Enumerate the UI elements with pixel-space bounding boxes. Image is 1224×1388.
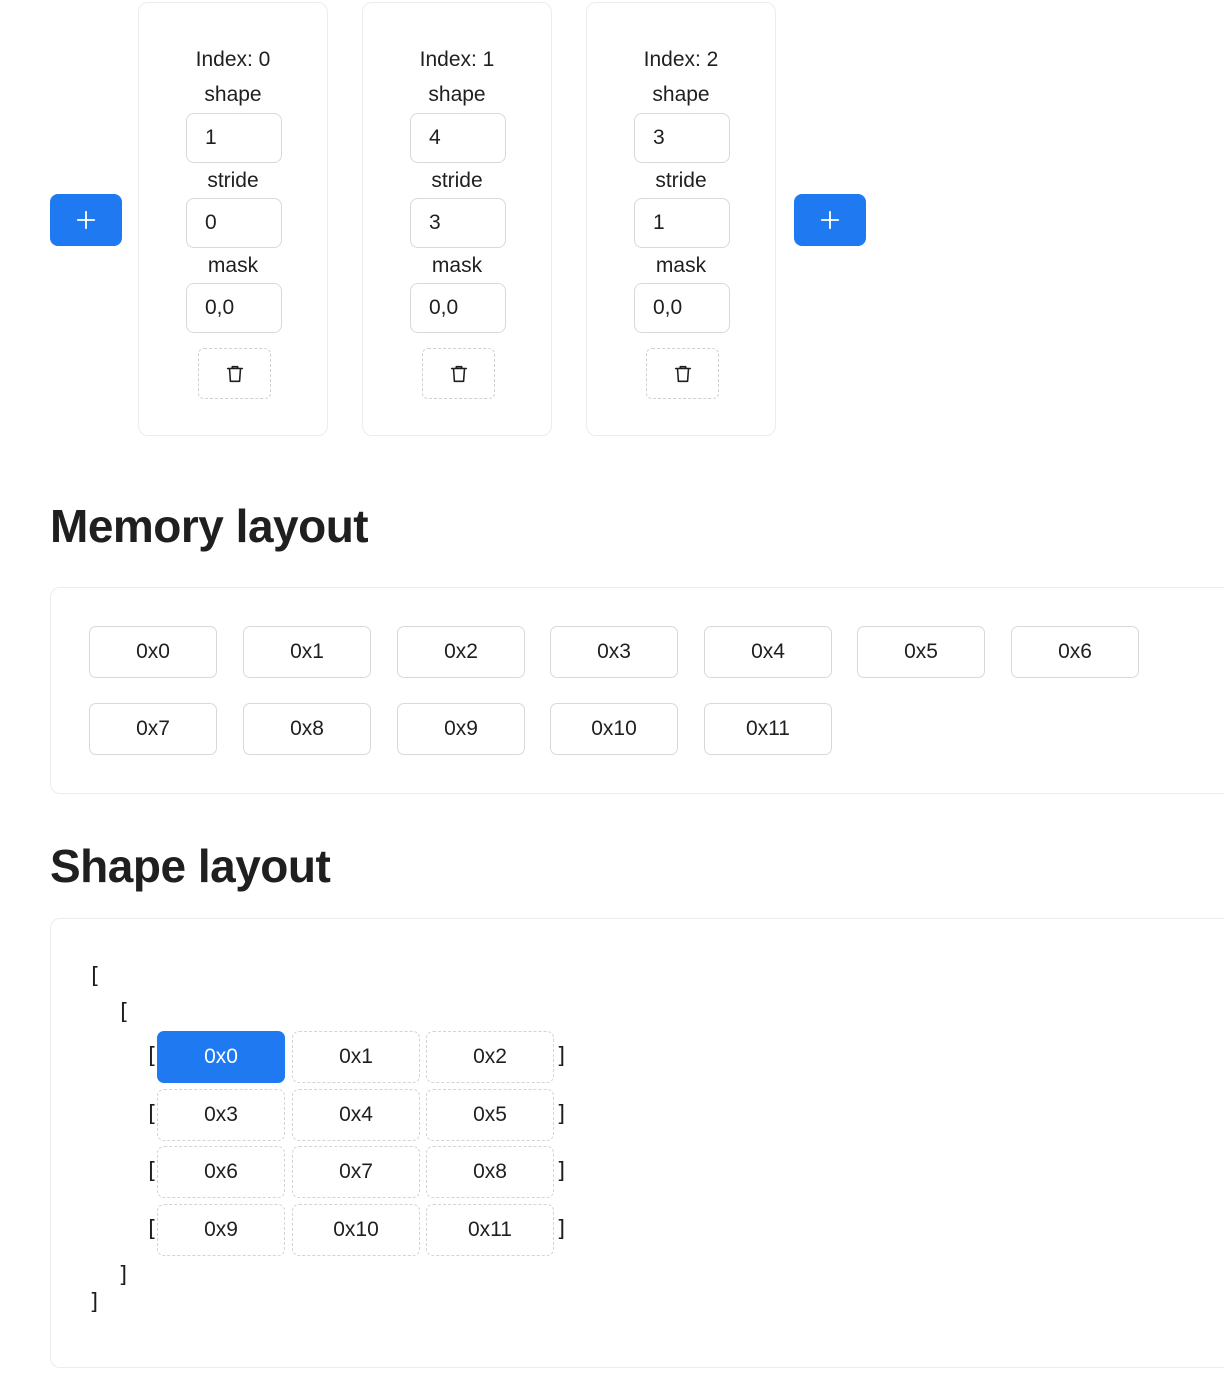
shape-cell[interactable]: 0x11 xyxy=(426,1204,554,1256)
memory-cell[interactable]: 0x11 xyxy=(704,703,832,755)
mask-label: mask xyxy=(655,254,707,277)
shape-cell[interactable]: 0x10 xyxy=(292,1204,420,1256)
memory-cell[interactable]: 0x6 xyxy=(1011,626,1139,678)
close-bracket: ] xyxy=(555,1159,569,1184)
shape-cell[interactable]: 0x2 xyxy=(426,1031,554,1083)
plus-icon xyxy=(820,210,840,230)
shape-cell[interactable]: 0x3 xyxy=(157,1089,285,1141)
mask-label: mask xyxy=(431,254,483,277)
close-bracket: ] xyxy=(555,1102,569,1127)
memory-layout-panel: 0x0 0x1 0x2 0x3 0x4 0x5 0x6 0x7 0x8 0x9 0x10 0x11 xyxy=(50,587,1224,794)
dimension-card: Index: 1 shape stride mask xyxy=(362,2,552,436)
shape-cell[interactable]: 0x0 xyxy=(157,1031,285,1083)
memory-cell[interactable]: 0x3 xyxy=(550,626,678,678)
close-bracket: ] xyxy=(88,1290,102,1315)
mask-input[interactable] xyxy=(410,283,506,333)
memory-cell[interactable]: 0x2 xyxy=(397,626,525,678)
open-bracket: [ xyxy=(145,1044,159,1069)
delete-dimension-button[interactable] xyxy=(198,348,271,399)
close-bracket: ] xyxy=(555,1044,569,1069)
shape-label: shape xyxy=(428,83,486,106)
shape-cell[interactable]: 0x7 xyxy=(292,1146,420,1198)
memory-cell[interactable]: 0x8 xyxy=(243,703,371,755)
memory-cell[interactable]: 0x5 xyxy=(857,626,985,678)
memory-cell[interactable]: 0x1 xyxy=(243,626,371,678)
open-bracket: [ xyxy=(117,1000,131,1025)
dimension-index-label: Index: 2 xyxy=(643,48,719,71)
trash-icon xyxy=(674,365,691,382)
shape-input[interactable] xyxy=(634,113,730,163)
open-bracket: [ xyxy=(88,964,102,989)
shape-cell[interactable]: 0x9 xyxy=(157,1204,285,1256)
shape-input[interactable] xyxy=(410,113,506,163)
dimension-index-label: Index: 1 xyxy=(419,48,495,71)
mask-input[interactable] xyxy=(186,283,282,333)
shape-label: shape xyxy=(652,83,710,106)
close-bracket: ] xyxy=(117,1263,131,1288)
stride-label: stride xyxy=(655,169,707,192)
memory-cell[interactable]: 0x4 xyxy=(704,626,832,678)
add-dimension-right-button[interactable] xyxy=(794,194,866,246)
shape-input[interactable] xyxy=(186,113,282,163)
mask-input[interactable] xyxy=(634,283,730,333)
memory-cell[interactable]: 0x10 xyxy=(550,703,678,755)
shape-cell[interactable]: 0x8 xyxy=(426,1146,554,1198)
open-bracket: [ xyxy=(145,1102,159,1127)
close-bracket: ] xyxy=(555,1217,569,1242)
memory-layout-title: Memory layout xyxy=(50,500,369,552)
stride-label: stride xyxy=(207,169,259,192)
shape-label: shape xyxy=(204,83,262,106)
memory-cell[interactable]: 0x7 xyxy=(89,703,217,755)
stride-input[interactable] xyxy=(410,198,506,248)
memory-cell[interactable]: 0x0 xyxy=(89,626,217,678)
dimension-index-label: Index: 0 xyxy=(195,48,271,71)
plus-icon xyxy=(76,210,96,230)
open-bracket: [ xyxy=(145,1159,159,1184)
stride-input[interactable] xyxy=(634,198,730,248)
shape-cell[interactable]: 0x1 xyxy=(292,1031,420,1083)
open-bracket: [ xyxy=(145,1217,159,1242)
trash-icon xyxy=(450,365,467,382)
shape-layout-title: Shape layout xyxy=(50,840,331,892)
memory-cell[interactable]: 0x9 xyxy=(397,703,525,755)
shape-cell[interactable]: 0x5 xyxy=(426,1089,554,1141)
stride-input[interactable] xyxy=(186,198,282,248)
mask-label: mask xyxy=(207,254,259,277)
shape-cell[interactable]: 0x6 xyxy=(157,1146,285,1198)
shape-cell[interactable]: 0x4 xyxy=(292,1089,420,1141)
delete-dimension-button[interactable] xyxy=(646,348,719,399)
dimension-card: Index: 0 shape stride mask xyxy=(138,2,328,436)
delete-dimension-button[interactable] xyxy=(422,348,495,399)
stride-label: stride xyxy=(431,169,483,192)
trash-icon xyxy=(226,365,243,382)
add-dimension-left-button[interactable] xyxy=(50,194,122,246)
dimension-card: Index: 2 shape stride mask xyxy=(586,2,776,436)
